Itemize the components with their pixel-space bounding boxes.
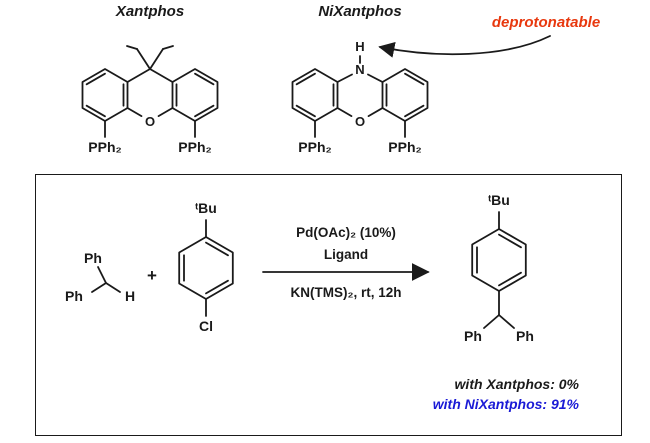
xantphos-pph2-right-label: PPh₂: [178, 139, 211, 155]
xantphos-title: Xantphos: [115, 3, 184, 20]
product-tbu-label: ᵗBu: [488, 192, 510, 208]
deprotonatable-label: deprotonatable: [492, 14, 600, 31]
plus-sign: +: [147, 266, 157, 285]
aryl-chloride: ᵗBu Cl: [178, 200, 234, 334]
diphenylmethane-substrate: Ph Ph H: [65, 250, 135, 304]
nixantphos-nitrogen-label: N: [355, 62, 364, 77]
reaction-arrow-and-conditions: Pd(OAc)₂ (10%) Ligand KN(TMS)₂, rt, 12h: [262, 225, 430, 300]
nixantphos-oxygen-label: O: [355, 114, 365, 129]
ligand-structures-svg: Xantphos O: [81, 3, 600, 155]
conditions-ligand: Ligand: [324, 247, 368, 262]
substrate-ph-top-label: Ph: [84, 250, 102, 266]
nixantphos-pph2-right-label: PPh₂: [388, 139, 421, 155]
nixantphos-nh-hydrogen-label: H: [355, 39, 364, 54]
yield-results: with Xantphos: 0% with NiXantphos: 91%: [433, 376, 580, 412]
curved-arrow-to-nh: [378, 35, 551, 58]
xantphos-oxygen-label: O: [145, 114, 155, 129]
substrate-ph-left-label: Ph: [65, 288, 83, 304]
product-ph-left-label: Ph: [464, 328, 482, 344]
nixantphos-pph2-left-label: PPh₂: [298, 139, 331, 155]
reaction-box: Ph Ph H + ᵗBu Cl Pd(OAc)₂ (10%) Ligand: [35, 174, 622, 436]
result-nixantphos: with NiXantphos: 91%: [433, 396, 580, 412]
result-xantphos: with Xantphos: 0%: [455, 376, 580, 392]
conditions-base: KN(TMS)₂, rt, 12h: [291, 285, 402, 300]
nixantphos-structure: NiXantphos N H O PPh₂ PPh₂: [291, 3, 429, 155]
xantphos-pph2-left-label: PPh₂: [88, 139, 121, 155]
arylchloride-tbu-label: ᵗBu: [195, 200, 217, 216]
conditions-catalyst: Pd(OAc)₂ (10%): [296, 225, 396, 240]
gem-dimethyl-bonds: [126, 45, 174, 70]
product-ph-right-label: Ph: [516, 328, 534, 344]
arylchloride-cl-label: Cl: [199, 318, 213, 334]
xantphos-structure: Xantphos O: [81, 3, 219, 155]
reaction-scheme-svg: Ph Ph H + ᵗBu Cl Pd(OAc)₂ (10%) Ligand: [65, 192, 580, 412]
product-structure: ᵗBu Ph Ph: [464, 192, 534, 344]
substrate-h-label: H: [125, 288, 135, 304]
nixantphos-title: NiXantphos: [318, 3, 401, 20]
